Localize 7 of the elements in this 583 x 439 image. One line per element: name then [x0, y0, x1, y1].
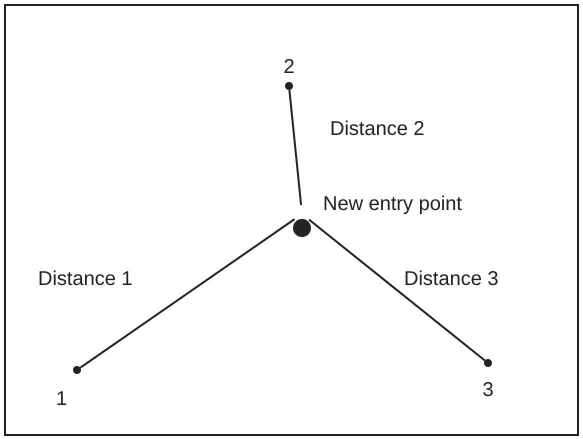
- point-label: 2: [284, 56, 295, 78]
- point-label: 1: [56, 388, 68, 410]
- point-label: 3: [482, 379, 494, 401]
- connector-line: [80, 218, 296, 369]
- connector-line: [288, 90, 302, 206]
- connector-line: [308, 218, 486, 362]
- point-label: New entry point: [323, 193, 462, 215]
